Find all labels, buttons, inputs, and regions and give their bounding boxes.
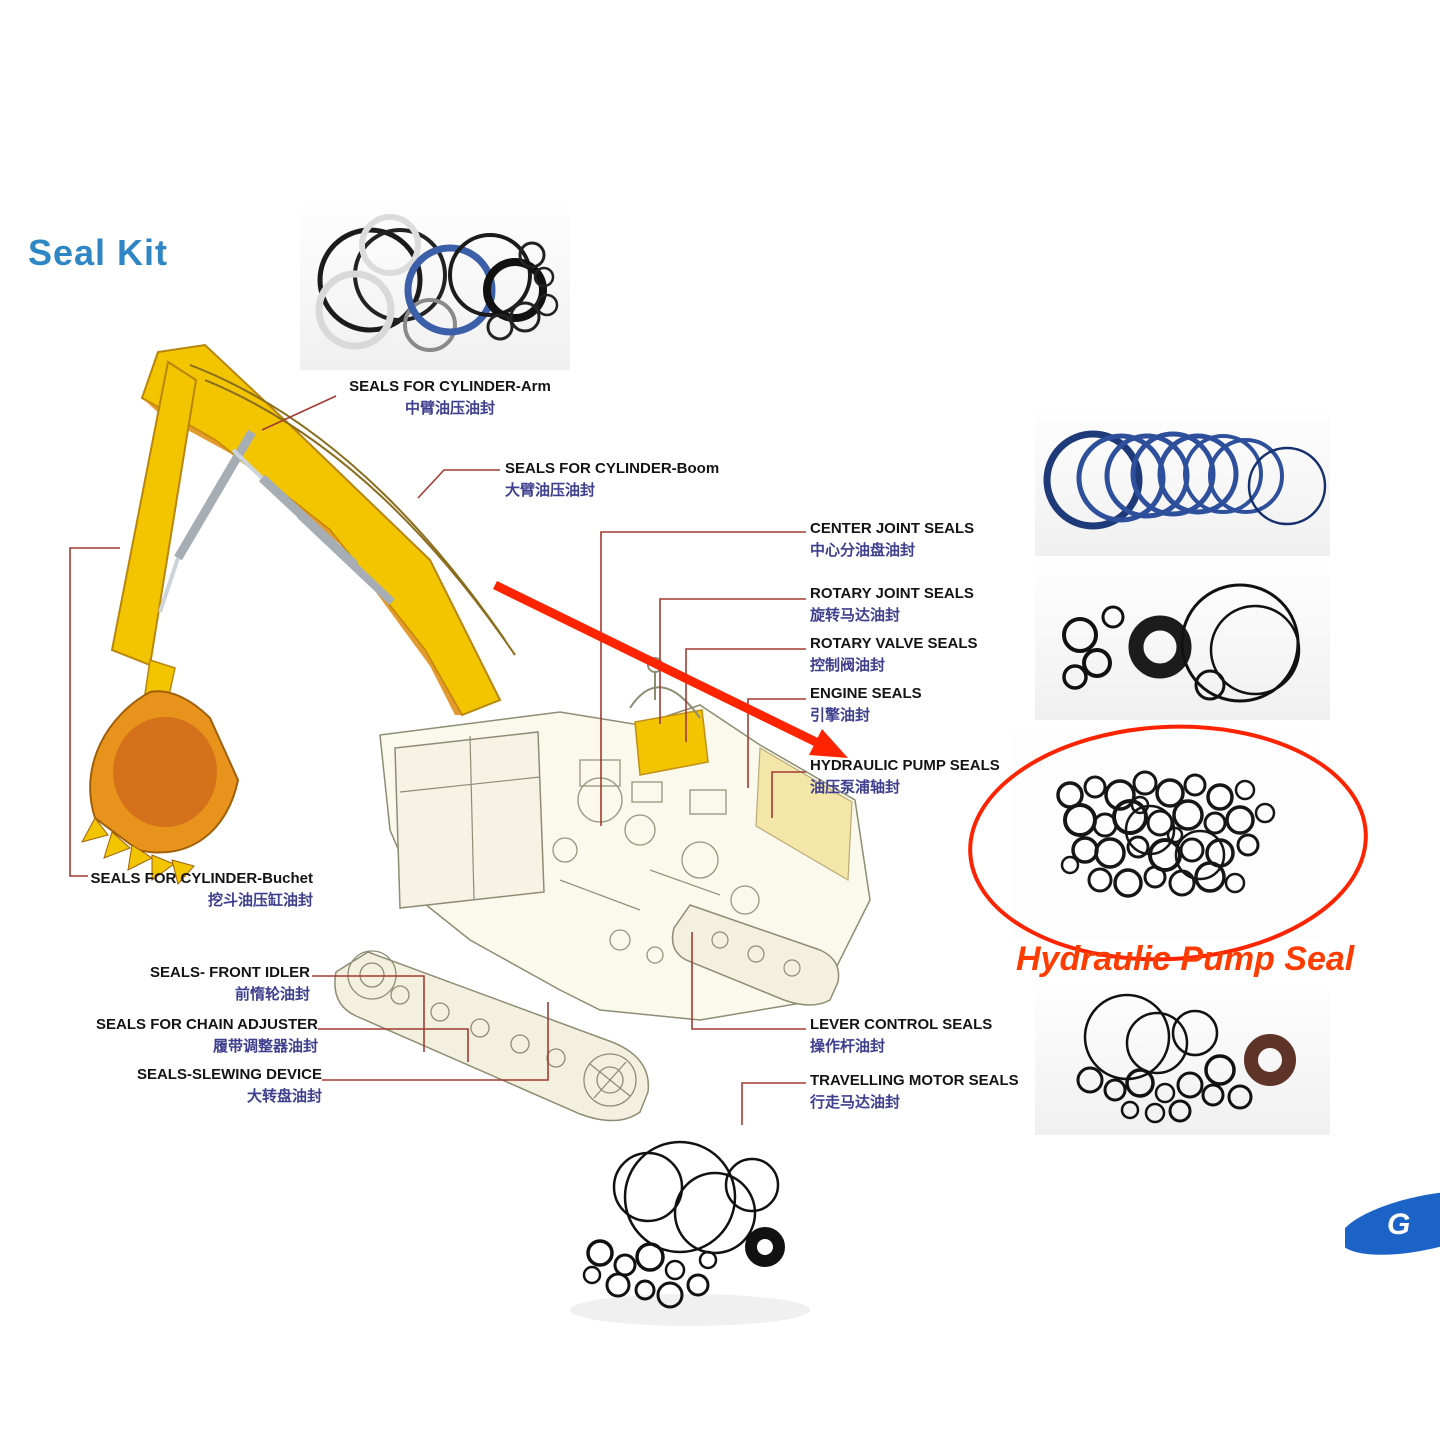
- photo-hydraulic-pump-seal-kit: [1010, 735, 1320, 940]
- photo-slewing-seal-kit: [530, 1125, 830, 1335]
- label-seals-cylinder-arm: SEALS FOR CYLINDER-Arm 中臂油压油封: [349, 378, 551, 417]
- red-arrow-head: [809, 729, 848, 758]
- photo-cylinder-arm-seal-kit: [300, 205, 570, 370]
- photo-rotary-joint-seal-kit: [1035, 565, 1330, 720]
- label-seals-front-idler: SEALS- FRONT IDLER 前惰轮油封: [150, 964, 310, 1003]
- label-hydraulic-pump-seals: HYDRAULIC PUMP SEALS 油压泵浦轴封: [810, 757, 1000, 796]
- photo-travelling-motor-seal-kit: [1035, 985, 1330, 1135]
- label-seals-chain-adjuster: SEALS FOR CHAIN ADJUSTER 履带调整器油封: [96, 1016, 318, 1055]
- label-center-joint-seals: CENTER JOINT SEALS 中心分油盘油封: [810, 520, 975, 559]
- photo-center-joint-seal-kit: [1035, 408, 1330, 556]
- label-lever-control-seals: LEVER CONTROL SEALS 操作杆油封: [810, 1016, 993, 1055]
- label-engine-seals: ENGINE SEALS 引擎油封: [810, 685, 922, 724]
- label-rotary-valve-seals: ROTARY VALVE SEALS 控制阀油封: [810, 635, 978, 674]
- brand-logo-letter: G: [1387, 1208, 1410, 1241]
- label-travelling-motor-seals: TRAVELLING MOTOR SEALS 行走马达油封: [810, 1072, 1019, 1111]
- hydraulic-pump-seal-caption: Hydraulic Pump Seal: [1016, 940, 1355, 978]
- label-seals-cylinder-bucket: SEALS FOR CYLINDER-Buchet 挖斗油压缸油封: [90, 870, 313, 909]
- label-seals-slewing-device: SEALS-SLEWING DEVICE 大转盘油封: [136, 1066, 322, 1105]
- page-title: Seal Kit: [28, 232, 169, 273]
- brand-logo: G: [1339, 1188, 1440, 1258]
- label-seals-cylinder-boom: SEALS FOR CYLINDER-Boom 大臂油压油封: [505, 460, 720, 499]
- red-arrow: [493, 580, 820, 748]
- label-rotary-joint-seals: ROTARY JOINT SEALS 旋转马达油封: [810, 585, 974, 624]
